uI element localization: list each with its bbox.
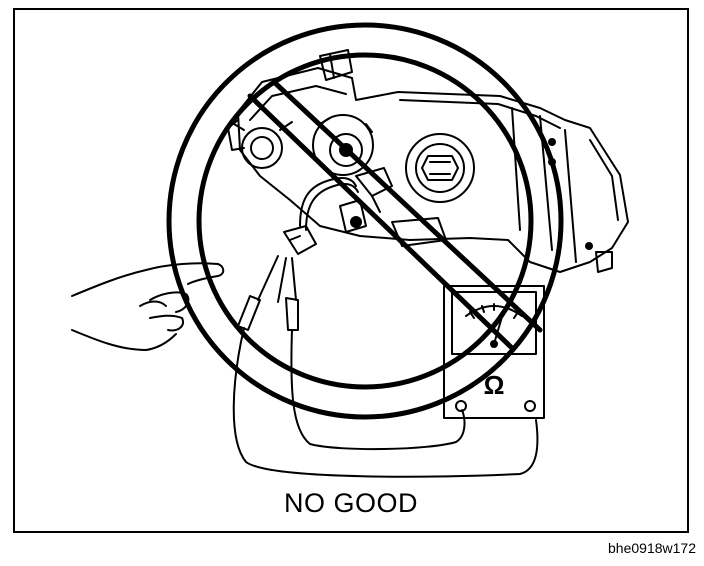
wire-harness (283, 177, 359, 255)
figure-id: bhe0918w172 (608, 540, 696, 556)
ohm-symbol: Ω (484, 370, 505, 400)
prohibition-sign-icon (166, 22, 564, 420)
probe-leads (232, 255, 539, 478)
figure-frame (13, 8, 689, 533)
hand-icon (71, 262, 225, 351)
figure-caption: NO GOOD (283, 488, 418, 518)
